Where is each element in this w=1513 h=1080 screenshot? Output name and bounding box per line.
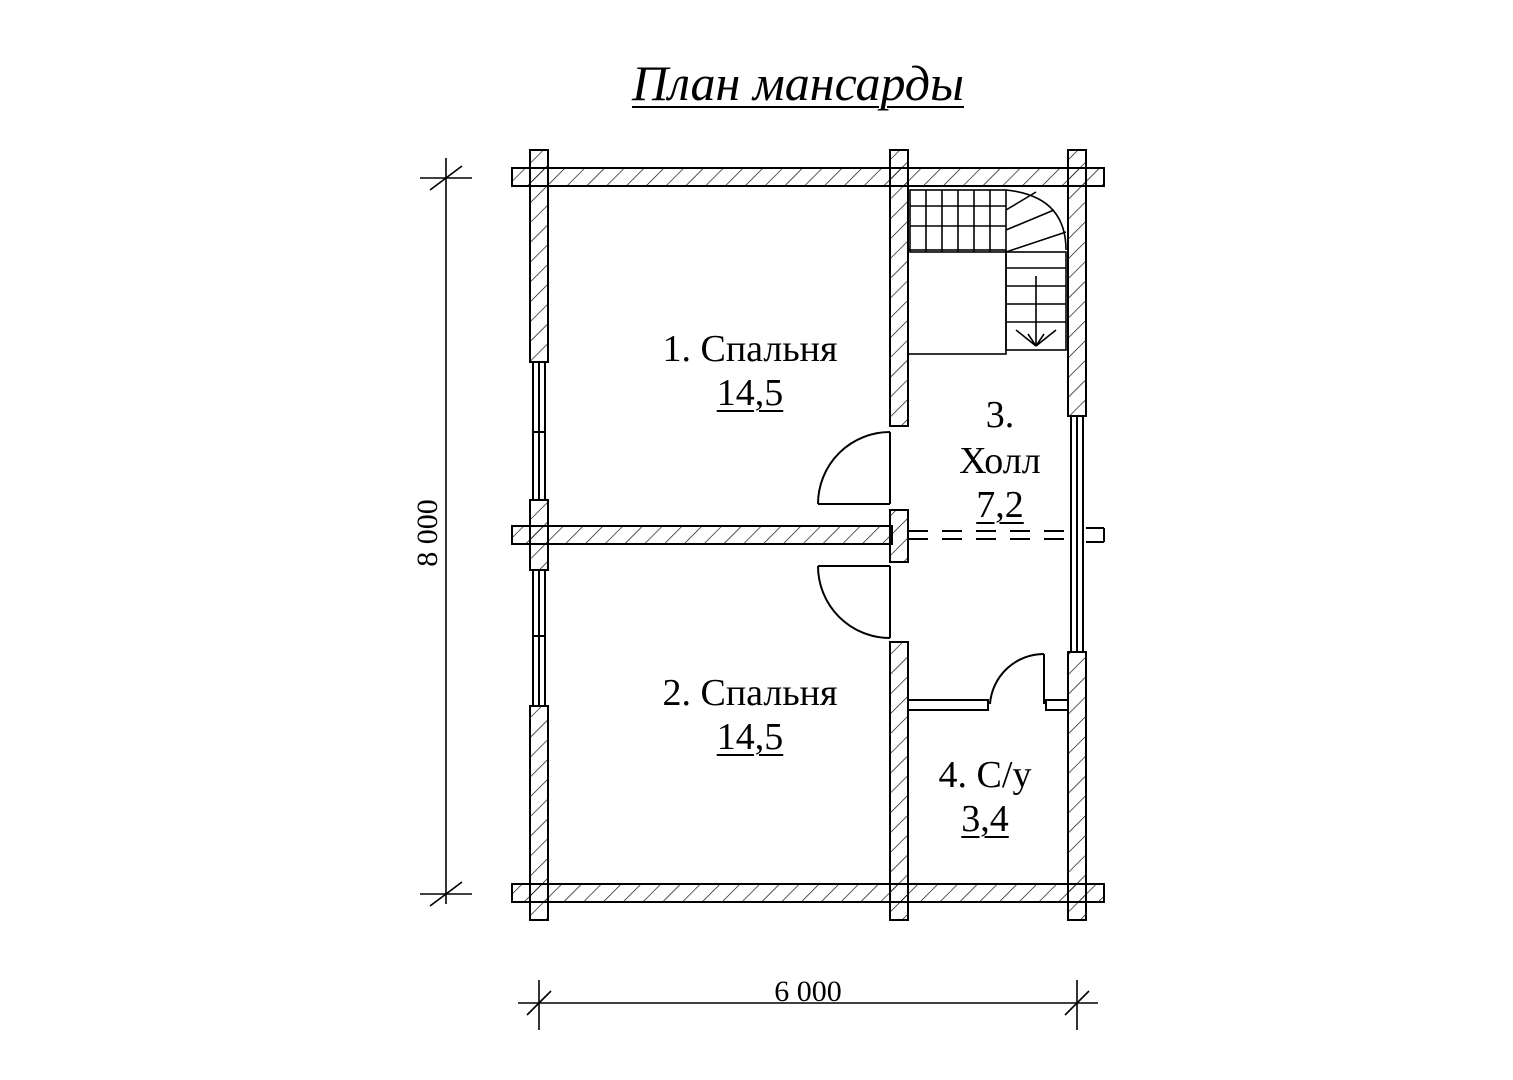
- wall-middle-left: [511, 525, 893, 545]
- dimension-height-label: 8 000: [411, 499, 444, 567]
- room-hall-name: Холл: [959, 440, 1041, 482]
- partitions: [907, 527, 1105, 711]
- dimension-width-label: 6 000: [774, 975, 842, 1008]
- room-bathroom-name: 4. С/у: [938, 754, 1032, 796]
- room-hall-number: 3.: [985, 394, 1015, 436]
- staircase: [907, 189, 1067, 355]
- wall-bottom: [511, 883, 1105, 903]
- room-hall: 3. Холл 7,2: [920, 396, 1080, 524]
- room-bedroom-1-name: 1. Спальня: [662, 328, 838, 370]
- wall-right-top: [1067, 149, 1087, 417]
- wall-center-bottom: [889, 641, 909, 921]
- bathroom-partition-left: [907, 699, 989, 711]
- wall-left-top: [529, 149, 549, 363]
- door-bedroom-1-swing: [817, 431, 891, 505]
- room-bedroom-2-name: 2. Спальня: [662, 672, 838, 714]
- room-bathroom: 4. С/у 3,4: [915, 756, 1055, 838]
- wall-left-bottom: [529, 705, 549, 921]
- door-bathroom-swing: [989, 652, 1045, 705]
- page-title: План мансарды: [632, 55, 964, 111]
- wall-left-mid: [529, 499, 549, 571]
- room-bedroom-2: 2. Спальня 14,5: [620, 674, 880, 756]
- room-bedroom-1-area: 14,5: [716, 372, 784, 414]
- dimension-lines: [420, 158, 1098, 1030]
- wall-center-mid: [889, 509, 909, 563]
- doors: [817, 431, 1045, 705]
- walls: [511, 149, 1105, 921]
- room-bedroom-2-area: 14,5: [716, 716, 784, 758]
- wall-center-top: [889, 149, 909, 427]
- wall-right-bottom: [1067, 651, 1087, 921]
- room-bedroom-1: 1. Спальня 14,5: [620, 330, 880, 412]
- wall-top: [511, 167, 1105, 187]
- bathroom-partition-right: [1045, 699, 1069, 711]
- room-hall-area: 7,2: [976, 484, 1024, 526]
- windows: [532, 361, 1084, 707]
- room-bathroom-area: 3,4: [961, 798, 1009, 840]
- door-bedroom-2-swing: [817, 565, 891, 639]
